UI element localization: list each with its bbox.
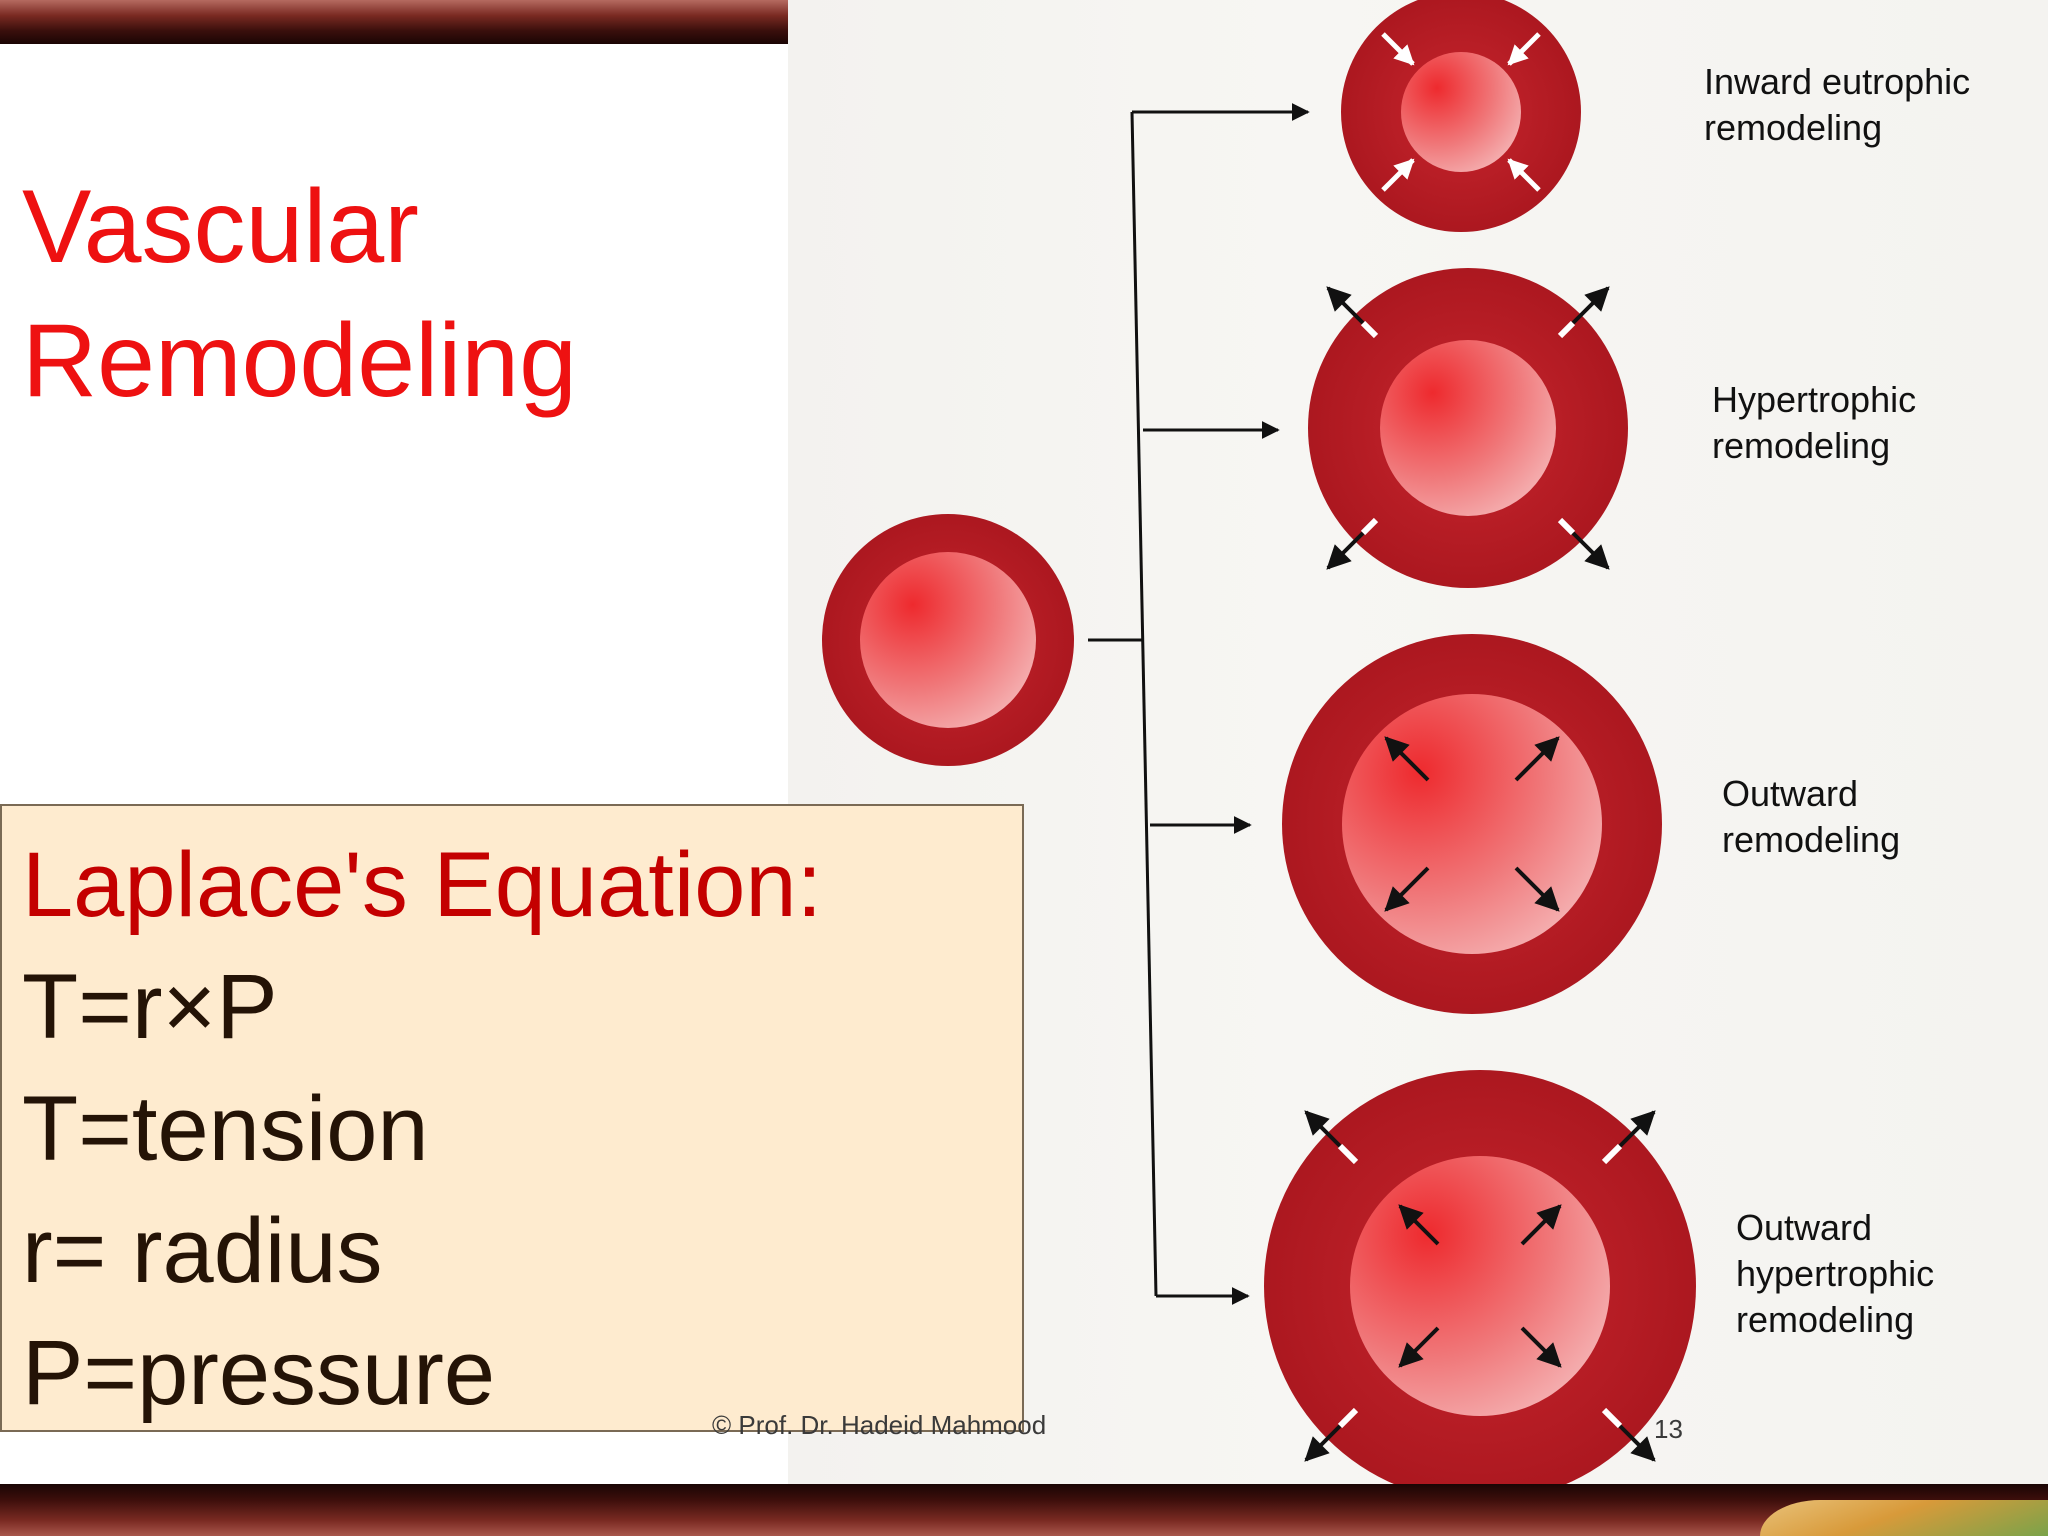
- equation-definition-tension: T=tension: [22, 1078, 429, 1180]
- laplace-equation-box: Laplace's Equation: T=r×P T=tension r= r…: [0, 804, 1024, 1432]
- hypertrophic-label: Hypertrophic remodeling: [1712, 379, 1916, 466]
- branch-connectors: [1088, 103, 1310, 1305]
- inward-arrows-icon: [1381, 32, 1541, 192]
- page-number: 13: [1654, 1414, 1683, 1444]
- hypertrophic-vessel: [1308, 268, 1628, 588]
- bottom-decorative-bar: [0, 1484, 2048, 1536]
- outward-hypertrophic-label: Outward hypertrophic remodeling: [1736, 1207, 1934, 1340]
- title-line-1: Vascular: [22, 169, 419, 285]
- outward-vessel: [1282, 634, 1662, 1014]
- outward-hypertrophic-wall-arrows-icon: [1304, 1110, 1656, 1462]
- equation-definition-radius: r= radius: [22, 1200, 383, 1302]
- outward-hypertrophic-label-line-2: hypertrophic: [1736, 1253, 1934, 1294]
- inward-eutrophic-label-line-2: remodeling: [1704, 107, 1882, 148]
- remodeling-diagram-svg: Inward eutrophic remodeling Hypertrophic…: [822, 0, 1970, 1502]
- top-decorative-bar: [0, 0, 788, 44]
- hypertrophic-label-line-2: remodeling: [1712, 425, 1890, 466]
- outward-label-line-2: remodeling: [1722, 819, 1900, 860]
- hypertrophic-label-line-1: Hypertrophic: [1712, 379, 1916, 420]
- outward-hypertrophic-label-line-1: Outward: [1736, 1207, 1872, 1248]
- outward-hypertrophic-lumen-arrows-icon: [1398, 1204, 1562, 1368]
- outward-label: Outward remodeling: [1722, 773, 1900, 860]
- title-line-2: Remodeling: [22, 303, 577, 419]
- outward-hypertrophic-label-line-3: remodeling: [1736, 1299, 1914, 1340]
- outward-label-line-1: Outward: [1722, 773, 1858, 814]
- outward-hypertrophic-vessel: [1264, 1070, 1696, 1502]
- equation-formula: T=r×P: [22, 956, 278, 1058]
- equation-definition-pressure: P=pressure: [22, 1322, 496, 1424]
- inward-eutrophic-label: Inward eutrophic remodeling: [1704, 61, 1970, 148]
- inward-eutrophic-label-line-1: Inward eutrophic: [1704, 61, 1970, 102]
- inward-eutrophic-vessel: [1341, 0, 1581, 232]
- normal-vessel: [822, 514, 1074, 766]
- corner-logo: [1760, 1500, 2048, 1536]
- slide-footer: © Prof. Dr. Hadeid Mahmood: [712, 1410, 1047, 1440]
- outward-arrows-icon: [1326, 286, 1610, 570]
- connector-spine: [1130, 111, 1158, 1297]
- outward-lumen-arrows-icon: [1384, 736, 1560, 912]
- equation-heading: Laplace's Equation:: [22, 834, 823, 936]
